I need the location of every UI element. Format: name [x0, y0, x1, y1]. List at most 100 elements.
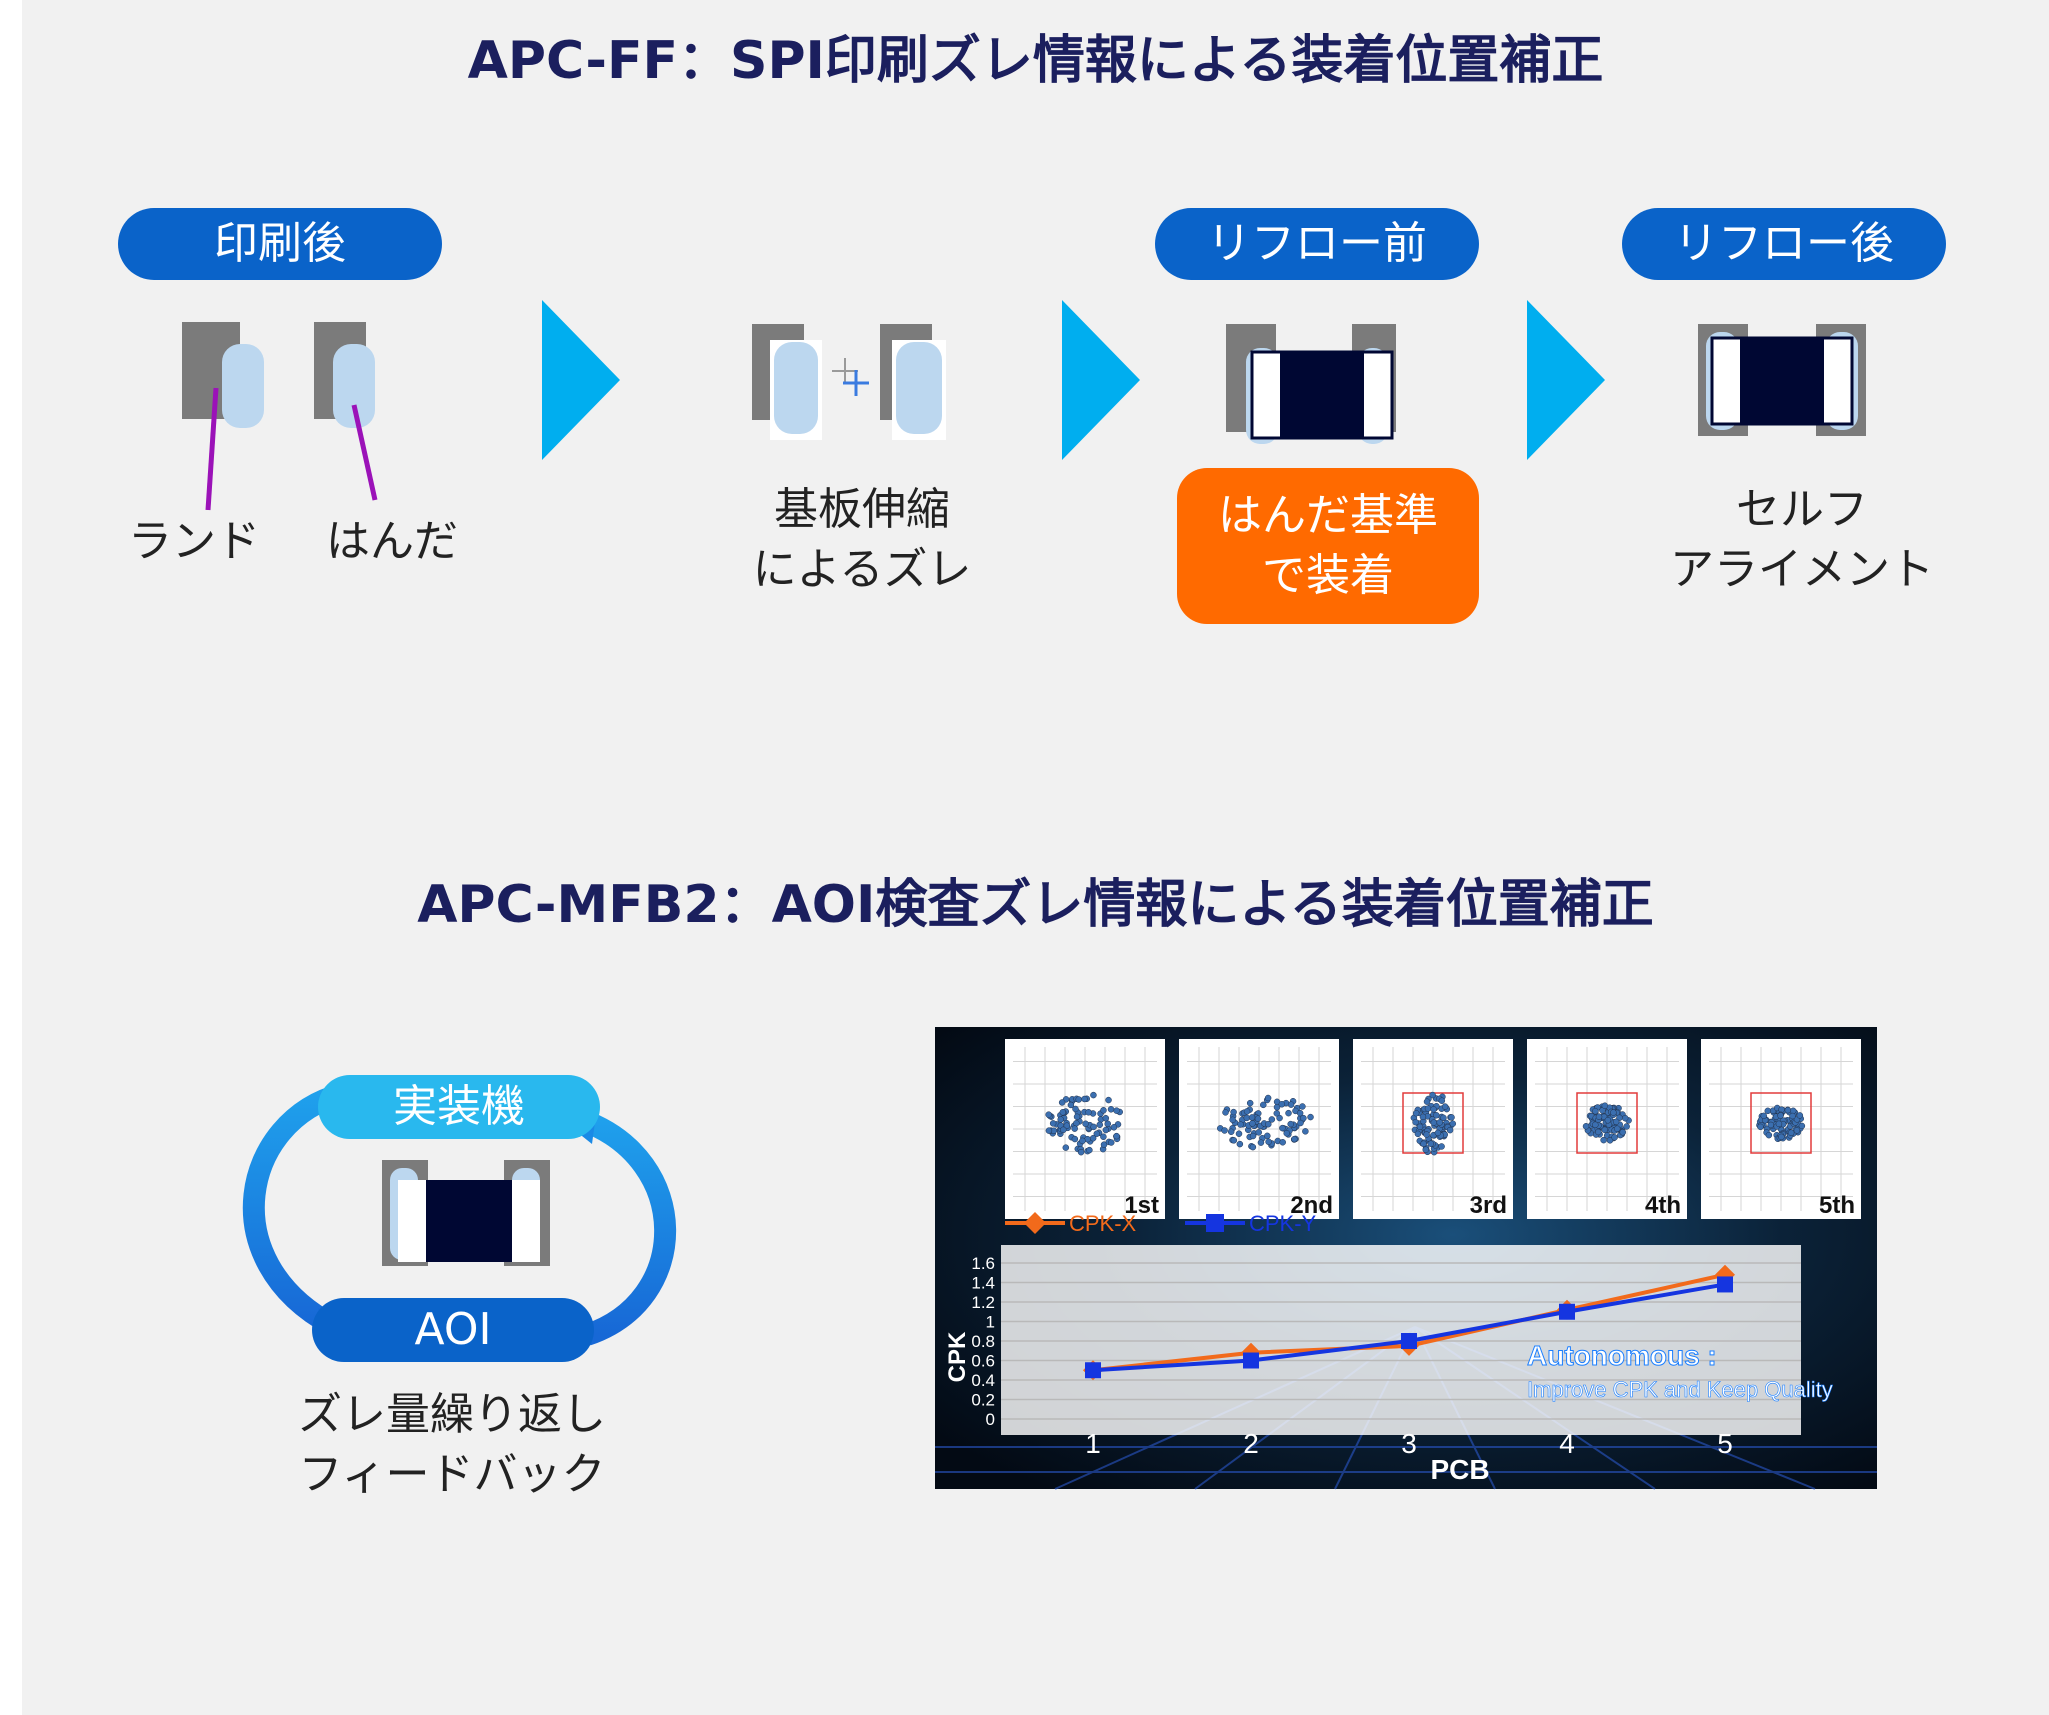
- scatter-point: [1764, 1107, 1772, 1115]
- scatter-point: [1760, 1112, 1768, 1120]
- scatter-point: [1059, 1109, 1067, 1116]
- scatter-point: [1264, 1094, 1272, 1102]
- diagram-canvas: APC-FF：SPI印刷ズレ情報による装着位置補正 印刷後 リフロー前 リフロー…: [22, 0, 2049, 1715]
- scatter-point: [1090, 1123, 1097, 1131]
- scatter-point: [1073, 1120, 1080, 1127]
- scatter-point: [1423, 1131, 1430, 1138]
- scatter-point: [1105, 1096, 1112, 1104]
- scatter-point: [1775, 1120, 1783, 1128]
- section2-title: APC-MFB2：AOI検査ズレ情報による装着位置補正: [417, 875, 1654, 935]
- scatter-label: 1st: [1124, 1192, 1159, 1219]
- scatter-point: [1113, 1132, 1120, 1140]
- overlay-subtitle: Improve CPK and Keep Quality: [1527, 1377, 1833, 1402]
- scatter-point: [1416, 1123, 1424, 1131]
- scatter-point: [1440, 1114, 1447, 1122]
- shrink-label: 基板伸縮 によるズレ: [752, 484, 972, 595]
- legend-label: CPK-X: [1069, 1211, 1137, 1236]
- y-tick-label: 0.4: [971, 1371, 995, 1390]
- scatter-point: [1079, 1137, 1086, 1145]
- scatter-point: [1414, 1130, 1422, 1138]
- scatter-point: [1062, 1144, 1070, 1151]
- scatter-point: [1420, 1140, 1427, 1148]
- scatter-point: [1433, 1112, 1440, 1119]
- scatter-point: [1096, 1121, 1104, 1129]
- scatter-point: [1592, 1121, 1599, 1129]
- scatter-point: [1243, 1108, 1251, 1115]
- scatter-point: [1260, 1101, 1267, 1109]
- scatter-point: [1071, 1135, 1079, 1143]
- x-tick-label: 2: [1243, 1428, 1259, 1459]
- scatter-point: [1230, 1137, 1238, 1144]
- scatter-point: [1285, 1109, 1292, 1117]
- scatter-point: [1060, 1126, 1067, 1134]
- cpk-y-point: [1085, 1362, 1101, 1379]
- cpk-y-point: [1401, 1333, 1417, 1349]
- scatter-point: [1045, 1127, 1053, 1134]
- scatter-point: [1249, 1132, 1257, 1140]
- process-arrow-3: [1527, 300, 1605, 460]
- scatter-point: [1107, 1106, 1115, 1113]
- scatter-point: [1235, 1130, 1243, 1137]
- scatter-point: [1595, 1128, 1602, 1136]
- process-arrow-1: [542, 300, 620, 460]
- scatter-point: [1297, 1119, 1304, 1127]
- scatter-point: [1793, 1127, 1801, 1134]
- scatter-point: [1789, 1112, 1796, 1120]
- scatter-point: [1796, 1112, 1804, 1119]
- y-tick-label: 1: [986, 1313, 995, 1332]
- scatter-point: [1071, 1125, 1078, 1132]
- y-tick-label: 0.2: [971, 1391, 995, 1410]
- scatter-point: [1595, 1113, 1603, 1120]
- x-tick-label: 3: [1401, 1428, 1417, 1459]
- scatter-point: [1600, 1136, 1607, 1144]
- scatter-point: [1606, 1137, 1614, 1144]
- scatter-point: [1229, 1116, 1236, 1124]
- scatter-point: [1268, 1116, 1276, 1123]
- self-alignment-label: セルフ アライメント: [1670, 484, 1934, 595]
- scatter-point: [1279, 1139, 1286, 1146]
- scatter-point: [1082, 1120, 1089, 1128]
- scatter-point: [1423, 1098, 1431, 1105]
- scatter-point: [1058, 1099, 1066, 1106]
- x-tick-label: 4: [1559, 1428, 1575, 1459]
- shrink-offset-icon: [752, 324, 946, 440]
- scatter-point: [1307, 1113, 1314, 1121]
- tolerance-box: [1576, 1092, 1638, 1154]
- mounted-component-icon: [382, 1160, 550, 1266]
- scatter-point: [1296, 1109, 1304, 1117]
- scatter-point: [1089, 1134, 1097, 1142]
- scatter-point: [1249, 1120, 1256, 1127]
- scatter-point: [1765, 1131, 1773, 1139]
- scatter-point: [1434, 1129, 1442, 1137]
- scatter-point: [1412, 1109, 1420, 1117]
- scatter-point: [1767, 1121, 1775, 1129]
- legend-marker: [1206, 1214, 1224, 1232]
- scatter-point: [1299, 1103, 1306, 1110]
- y-tick-label: 1.4: [971, 1274, 995, 1293]
- scatter-point: [1778, 1133, 1785, 1141]
- scatter-point: [1248, 1114, 1256, 1121]
- scatter-point: [1621, 1114, 1629, 1122]
- scatter-point: [1436, 1119, 1444, 1126]
- scatter-point: [1236, 1140, 1244, 1148]
- x-tick-label: 1: [1085, 1428, 1101, 1459]
- x-tick-label: 5: [1717, 1428, 1733, 1459]
- scatter-point: [1102, 1126, 1110, 1134]
- scatter-point: [1230, 1108, 1237, 1116]
- scatter-point: [1072, 1105, 1079, 1113]
- scatter-point: [1619, 1129, 1627, 1136]
- pill-after-print: 印刷後: [118, 208, 442, 280]
- scatter-point: [1075, 1096, 1082, 1103]
- scatter-point: [1081, 1095, 1088, 1103]
- y-tick-label: 0: [986, 1410, 995, 1429]
- scatter-point: [1611, 1134, 1618, 1141]
- scatter-point: [1049, 1120, 1057, 1127]
- process-arrow-2: [1062, 300, 1140, 460]
- solder-reference-highlight: はんだ基準 で装着: [1177, 468, 1479, 624]
- scatter-label: 3rd: [1470, 1192, 1507, 1219]
- scatter-point: [1102, 1114, 1110, 1122]
- solder-reference-placement-icon: [1226, 324, 1396, 444]
- scatter-point: [1045, 1111, 1052, 1118]
- scatter-point: [1110, 1124, 1118, 1131]
- scatter-point: [1113, 1107, 1120, 1114]
